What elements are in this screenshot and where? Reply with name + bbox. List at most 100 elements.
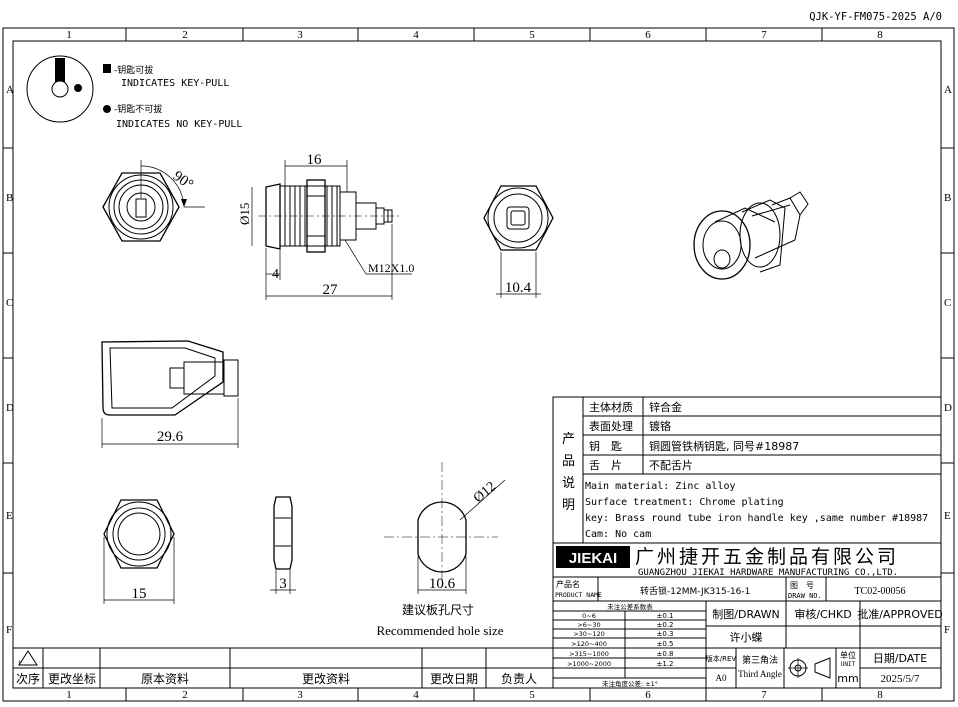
- tolerance-header: 未注公差系数表: [607, 602, 653, 611]
- legend-nokeypull-cn: -钥匙不可拔: [114, 103, 162, 115]
- row-c-left: C: [6, 297, 13, 309]
- spec-val-key: 铜圆管铁柄钥匙, 同号#18987: [649, 439, 799, 453]
- tol-range-3: >30~120: [573, 630, 605, 638]
- diameter-dimension: Ø15: [237, 203, 252, 225]
- drawing-no: TC02-00056: [854, 586, 905, 597]
- col-5-top: 5: [529, 29, 535, 41]
- thread-dimension: M12X1.0: [368, 261, 414, 275]
- row-e-right: E: [944, 510, 951, 522]
- row-f-right: F: [944, 624, 950, 636]
- column-markers: 1 2 3 4 5 6 7 8 1 2 3 4 5 6 7 8: [66, 28, 883, 701]
- row-b-right: B: [944, 192, 951, 204]
- isometric-view: [693, 191, 809, 280]
- rev-changed-label: 更改资料: [302, 672, 350, 686]
- spec-key-finish: 表面处理: [589, 419, 633, 433]
- nut-side-view: 3: [270, 496, 296, 594]
- col-1-top: 1: [66, 29, 72, 41]
- company-name-en: GUANGZHOU JIEKAI HARDWARE MANUFACTURING …: [638, 568, 898, 578]
- hole-view: 10.6 Ø12 建议板孔尺寸 Recommended hole size: [376, 462, 506, 638]
- spec-en-material: Main material: Zinc alloy: [585, 481, 736, 492]
- tol-range-5: >315~1000: [569, 650, 609, 658]
- col-6-top: 6: [645, 29, 651, 41]
- spec-val-cam: 不配舌片: [649, 459, 693, 472]
- spec-side-label-1: 产: [562, 432, 575, 447]
- rev-original-label: 原本资料: [141, 672, 189, 686]
- angle-dimension: 90°: [170, 168, 196, 193]
- rev-value: A0: [716, 673, 727, 683]
- revision-block: ! 次序 更改坐标 原本资料 更改资料 更改日期 负责人: [13, 647, 553, 688]
- legend-keypull-cn: -钥匙可拔: [114, 64, 153, 76]
- center-hole: [51, 80, 69, 98]
- col-7-bottom: 7: [761, 689, 767, 701]
- checked-label: 审核/CHKD: [794, 607, 851, 621]
- spec-side-label-3: 说: [562, 476, 575, 491]
- spec-key-cam: 舌 片: [589, 459, 622, 472]
- outer-frame: [2, 27, 955, 702]
- unit-label-en: UNIT: [841, 661, 856, 668]
- nut-front-view: 15: [103, 499, 175, 604]
- title-block: 产品名 PRODUCT NAME 转舌锁-12MM-JK315-16-1 图 号…: [552, 576, 943, 689]
- spec-val-material: 锌合金: [649, 400, 682, 414]
- col-6-bottom: 6: [645, 689, 651, 701]
- inner-frame: [12, 40, 942, 689]
- tol-value-3: ±0.3: [657, 630, 674, 638]
- product-name-label-en: PRODUCT NAME: [555, 591, 602, 599]
- row-d-right: D: [944, 402, 952, 414]
- side-view: 16 Ø15 4 27 M12X1.0: [237, 152, 414, 300]
- spec-side-label-2: 品: [562, 454, 575, 469]
- key-pull-marker-icon: [55, 58, 65, 82]
- angle-tolerance: 未注角度公差: ±1°: [602, 679, 658, 688]
- approved-label: 批准/APPROVED: [857, 607, 943, 621]
- spec-val-finish: 镀铬: [649, 419, 671, 433]
- col-2-top: 2: [182, 29, 188, 41]
- key-pull-legend: -钥匙可拔 INDICATES KEY-PULL -钥匙不可拔 INDICATE…: [26, 55, 242, 130]
- company-name-cn: 广州捷开五金制品有限公司: [635, 546, 899, 568]
- hole-title-cn: 建议板孔尺寸: [402, 603, 474, 617]
- col-2-bottom: 2: [182, 689, 188, 701]
- row-c-right: C: [944, 297, 951, 309]
- spec-table: 产 品 说 明 主体材质 锌合金 表面处理 镀铬 钥 匙 铜圆管铁柄钥匙, 同号…: [552, 396, 942, 544]
- hole-flat-dimension: 10.6: [429, 576, 456, 592]
- col-8-top: 8: [877, 29, 883, 41]
- drawing-no-label-en: DRAW NO.: [788, 592, 822, 600]
- body-length-dimension: 16: [307, 152, 323, 168]
- hole-title-en: Recommended hole size: [376, 623, 503, 638]
- spec-key-key: 钥 匙: [589, 439, 622, 453]
- flange-dimension: 4: [272, 267, 279, 282]
- rev-date-label: 更改日期: [430, 672, 478, 686]
- tol-range-4: >120~400: [571, 640, 607, 648]
- row-markers: A B C D E F A B C D E F: [3, 84, 954, 636]
- row-d-left: D: [6, 402, 14, 414]
- row-e-left: E: [6, 510, 13, 522]
- hole-diameter-dimension: Ø12: [471, 479, 499, 506]
- tol-value-2: ±0.2: [657, 621, 674, 629]
- rev-responsible-label: 负责人: [501, 672, 537, 686]
- col-7-top: 7: [761, 29, 767, 41]
- row-a-left: A: [6, 84, 14, 96]
- drawn-label: 制图/DRAWN: [712, 608, 779, 621]
- col-3-bottom: 3: [297, 689, 303, 701]
- spec-en-finish: Surface treatment: Chrome plating: [585, 497, 784, 508]
- company-logo: [556, 546, 630, 568]
- drawing-no-label-cn: 图 号: [790, 581, 814, 590]
- rev-seq-label: 次序: [16, 671, 40, 686]
- key-position-circle: [26, 55, 94, 123]
- square-marker-icon: [103, 64, 111, 73]
- projection-cn: 第三角法: [742, 654, 778, 666]
- company-block: JIEKAI 广州捷开五金制品有限公司 GUANGZHOU JIEKAI HAR…: [552, 542, 942, 578]
- col-3-top: 3: [297, 29, 303, 41]
- unit-label-cn: 单位: [840, 650, 856, 660]
- drawn-by: 许小蝶: [730, 630, 763, 644]
- col-8-bottom: 8: [877, 689, 883, 701]
- tol-value-6: ±1.2: [657, 660, 674, 668]
- col-5-bottom: 5: [529, 689, 535, 701]
- tol-value-4: ±0.5: [657, 640, 674, 648]
- legend-nokeypull-en: INDICATES NO KEY-PULL: [116, 119, 242, 130]
- projection-en: Third Angle: [738, 669, 782, 679]
- col-1-bottom: 1: [66, 689, 72, 701]
- spec-en-cam: Cam: No cam: [585, 529, 651, 540]
- svg-text:!: !: [18, 660, 20, 667]
- drawing-ref: QJK-YF-FM075-2025 A/0: [809, 11, 942, 23]
- col-4-top: 4: [413, 29, 419, 41]
